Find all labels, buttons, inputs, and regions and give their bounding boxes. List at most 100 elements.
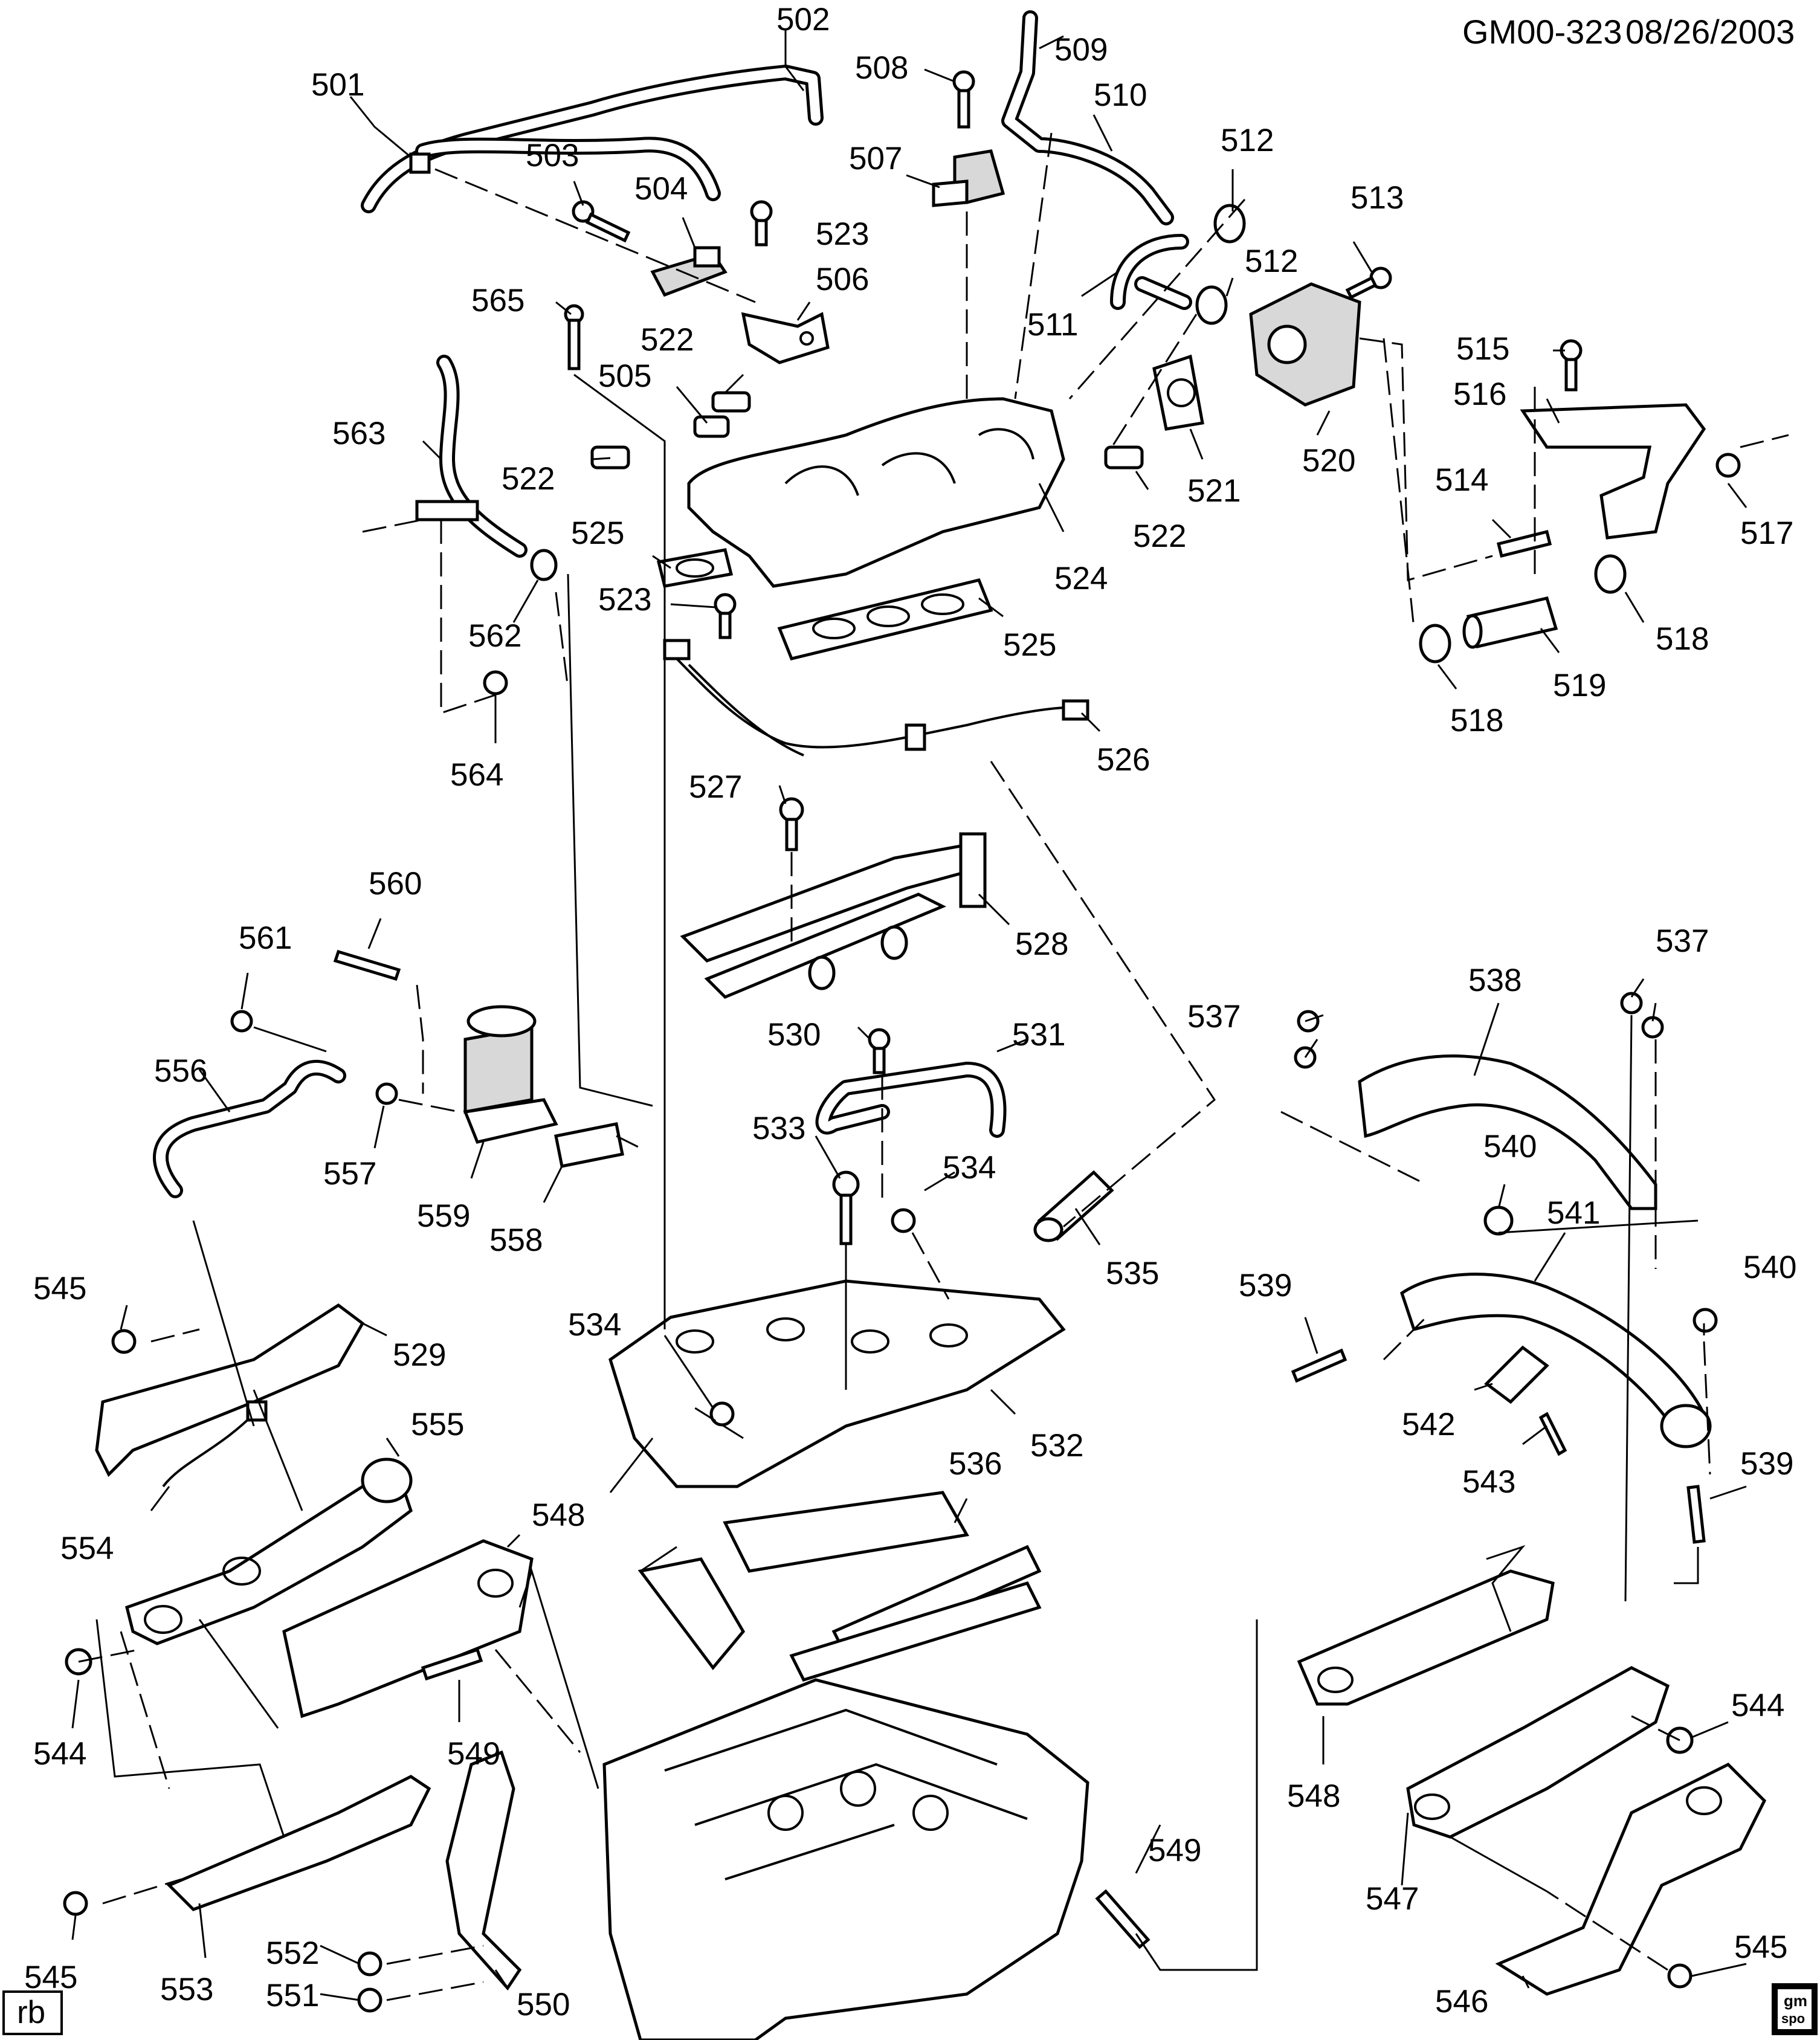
callout-550: 550	[517, 1987, 570, 2022]
corner-tag-text: rb	[17, 1995, 45, 2030]
callout-516: 516	[1453, 376, 1506, 412]
callout-545-upper: 545	[33, 1271, 86, 1306]
callout-522-upper: 522	[641, 322, 694, 358]
egr-valve-559	[463, 1005, 558, 1144]
fuel-rail-528	[680, 832, 987, 999]
lower-intake-manifold-532	[608, 1279, 1066, 1488]
callout-512-lower: 512	[1245, 244, 1298, 279]
callout-538: 538	[1468, 963, 1522, 998]
callout-561: 561	[239, 920, 292, 956]
callout-527: 527	[689, 769, 742, 805]
callout-556: 556	[154, 1053, 207, 1089]
callout-534-lower: 534	[568, 1307, 621, 1343]
engine-block	[602, 1678, 1089, 2040]
callout-557: 557	[323, 1156, 376, 1192]
hose-511	[1110, 234, 1192, 310]
callout-544-right: 544	[1731, 1688, 1784, 1723]
callout-525-lower: 525	[1003, 627, 1056, 663]
bolt-523-lower	[714, 593, 737, 639]
callout-549-left: 549	[447, 1736, 500, 1772]
washer-517	[1715, 453, 1741, 478]
callout-502: 502	[776, 2, 830, 37]
clamp-518-upper	[1594, 554, 1627, 594]
bolt-508	[952, 70, 975, 129]
callout-530: 530	[767, 1017, 821, 1053]
callout-509: 509	[1054, 32, 1108, 68]
heat-shield-548-left	[282, 1539, 534, 1719]
clamp-518-lower	[1419, 624, 1451, 663]
callout-515: 515	[1456, 331, 1509, 367]
gm-spo-logo: gm spo	[1772, 1983, 1818, 2035]
callout-508: 508	[855, 50, 908, 86]
nut-540-left	[1483, 1206, 1514, 1236]
callout-565: 565	[471, 283, 524, 318]
logo-gm: gm	[1784, 1992, 1807, 2010]
callout-507: 507	[849, 141, 902, 176]
callout-504: 504	[634, 171, 688, 207]
corner-tag: rb	[2, 1990, 63, 2035]
diagram-date: 08/26/2003	[1625, 13, 1795, 51]
vacuum-tube-501	[361, 65, 824, 213]
bolt-552	[357, 1951, 382, 1977]
callout-labels: 501 502 503 504 505 506 507 508 509 510 …	[24, 2, 1796, 2022]
nut-540-right	[1693, 1308, 1718, 1333]
callout-519: 519	[1553, 668, 1606, 703]
callout-513: 513	[1350, 180, 1404, 216]
bolt-537-right-a	[1620, 992, 1643, 1015]
callout-512-upper: 512	[1221, 123, 1274, 158]
callout-537-left: 537	[1187, 999, 1241, 1035]
grommet-564	[483, 670, 508, 696]
upper-intake-manifold-524	[687, 397, 1065, 588]
callout-526: 526	[1097, 742, 1150, 778]
callout-540-right: 540	[1743, 1250, 1796, 1285]
fitting-522-upper	[711, 391, 751, 413]
callout-532: 532	[1030, 1428, 1083, 1464]
diagram-code: GM00-323	[1462, 13, 1622, 51]
stud-560	[333, 949, 401, 981]
bracket-506	[741, 312, 830, 364]
fitting-522-right	[1104, 445, 1144, 470]
bolt-533	[832, 1170, 860, 1245]
callout-528: 528	[1015, 926, 1068, 962]
bolt-537-left	[1297, 1010, 1320, 1033]
egr-pipe-556	[153, 1060, 346, 1198]
stud-539-right	[1686, 1485, 1706, 1544]
callout-552: 552	[266, 1935, 319, 1971]
callout-555: 555	[411, 1407, 464, 1442]
callout-522-right: 522	[1133, 518, 1186, 554]
callout-542: 542	[1402, 1407, 1455, 1442]
callout-560: 560	[369, 866, 422, 902]
sensor-535	[1033, 1170, 1114, 1242]
clamp-512-lower	[1195, 285, 1228, 325]
tube-531	[815, 1062, 1007, 1138]
callout-505: 505	[598, 358, 651, 394]
reference-lines	[78, 132, 1789, 2001]
callout-540-left: 540	[1483, 1129, 1537, 1164]
heat-shield-548-right	[1297, 1569, 1555, 1706]
hose-519	[1462, 596, 1558, 649]
callout-521: 521	[1187, 473, 1241, 509]
bolt-534-lower	[709, 1401, 735, 1427]
callout-543: 543	[1462, 1464, 1515, 1500]
hose-509-510	[1001, 10, 1174, 225]
gasket-558	[554, 1122, 624, 1168]
bolt-545-upper	[111, 1329, 137, 1354]
callout-537-right: 537	[1656, 923, 1709, 959]
bolt-530	[868, 1028, 891, 1074]
stud-565	[564, 304, 584, 370]
callout-539-right: 539	[1740, 1446, 1793, 1482]
stud-514	[1496, 529, 1552, 558]
callout-547: 547	[1366, 1881, 1419, 1917]
bolt-561	[230, 1010, 253, 1033]
callout-553: 553	[160, 1972, 213, 2007]
bolt-515	[1560, 339, 1583, 392]
gasket-521	[1152, 354, 1204, 431]
callout-564: 564	[450, 757, 503, 793]
throttle-body-520	[1249, 282, 1361, 407]
bolt-557	[375, 1082, 398, 1105]
callout-523-lower: 523	[598, 582, 651, 618]
bolt-545-lower-right	[1667, 1963, 1693, 1989]
crossover-pipe-541	[1400, 1273, 1712, 1448]
gasket-525-upper	[656, 548, 734, 588]
callout-510: 510	[1094, 77, 1147, 113]
